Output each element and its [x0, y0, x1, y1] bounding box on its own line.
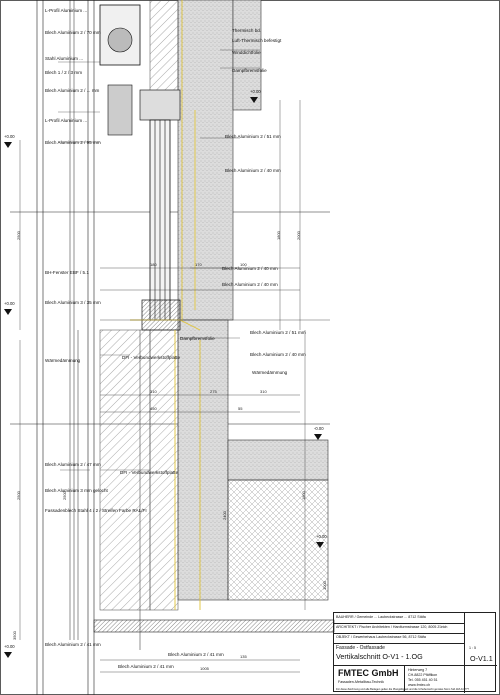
leader-lines [58, 49, 260, 471]
tb-row-1: ARCHITEKT / Fischer Architekten / Hardtu… [336, 625, 448, 629]
dim-0: 180 [150, 262, 157, 267]
label-top-left-4: Blech Aluminium 2 / ... mm [45, 88, 100, 93]
tb-company-sub: Fassaden-Metallbau-Technik [338, 680, 384, 684]
dim-v-7: 2400 [222, 511, 227, 520]
dim-v-4: 1800 [301, 491, 306, 500]
label-middle-right-0: Blech Aluminium 2 / 40 mm [222, 266, 278, 271]
level-markers [4, 97, 324, 658]
tb-addr-3: www.fmtec.ch [408, 683, 431, 687]
label-top-right-0: Thermisch bd. [232, 28, 262, 33]
level-label-3: +0.00 [250, 89, 261, 94]
dim-9: 135 [240, 654, 247, 659]
tb-footer: Für diese Zeichnung und alle Beilagen ge… [336, 688, 469, 691]
level-label-1: +0.00 [4, 301, 15, 306]
level-label-0: +0.00 [4, 134, 15, 139]
label-lower-left-3: Blech Aluminium 2 / 41 mm [45, 642, 101, 647]
dim-7: 55 [238, 406, 243, 411]
tb-addr-2: Tel. 055 451 40 51 [408, 678, 438, 682]
wall-concrete [177, 0, 329, 601]
dim-4: 275 [210, 389, 217, 394]
dimension-lines [19, 100, 330, 673]
floor-slab [93, 619, 335, 633]
shutter-box [99, 4, 141, 136]
label-top-left-5: L-Profil Aluminium ... [45, 118, 88, 123]
label-middle-right-4: Wärmedämmung [252, 370, 288, 375]
label-middle-right-2: Blech Aluminium 2 / 51 mm [250, 330, 306, 335]
level-label-4: -0.00 [314, 426, 324, 431]
dim-3: 310 [150, 389, 157, 394]
dim-8: 1005 [200, 666, 209, 671]
label-top-right-4: Blech Aluminium 2 / 51 mm [225, 134, 281, 139]
dim-v-8: 1000 [322, 581, 327, 590]
dim-v-1: 2500 [16, 491, 21, 500]
tb-scale: 1 : 5 [469, 646, 476, 650]
label-top-left-1: Blech Aluminium 2 / 70 mm [45, 30, 101, 35]
window-element [139, 89, 181, 331]
tb-row-2: OBJEKT / Gewerbehaus Laubeckstrasse 56, … [336, 635, 426, 639]
label-top-left-6: Blech Aluminium 2 / 95 mm [45, 140, 101, 145]
label-top-right-2: Winddichtfolie [232, 50, 261, 55]
tb-title: Vertikalschnitt O-V1 - 1.OG [336, 652, 423, 661]
label-top-left-0: L-Profil Aluminium ... [45, 8, 88, 13]
dim-6: 450 [150, 406, 157, 411]
label-bottom-0: Blech Aluminium 2 / 41 mm [168, 652, 224, 657]
label-top-right-1: Luft-Thermisch befestigt [232, 38, 282, 43]
label-lower-left-1: Blech Aluminium 3 mm gelocht [45, 488, 108, 493]
label-bottom-1: Blech Aluminium 2 / 41 mm [118, 664, 174, 669]
label-center-2: DFI - Verbundwerkstoffplatte [120, 470, 179, 475]
dim-v-0: 2500 [16, 231, 21, 240]
level-label-2: +0.00 [4, 644, 15, 649]
label-middle-left-2: Wärmedämmung [45, 358, 81, 363]
tb-company: FMTEC GmbH [338, 668, 399, 678]
cladding [69, 0, 141, 650]
dim-2: 100 [240, 262, 247, 267]
membrane-lines [130, 0, 201, 610]
label-center-1: DFI - Verbundwerkstoffplatte [122, 355, 181, 360]
label-top-right-3: Dampfbremsfolie [232, 68, 267, 73]
dim-5: 310 [260, 389, 267, 394]
label-middle-left-0: BH-Fenster EBF / 5.1 [45, 270, 89, 275]
tb-plan-no: O-V1.1 [470, 654, 493, 663]
dim-1: 170 [195, 262, 202, 267]
dim-v-3: 2000 [296, 231, 301, 240]
dim-v-2: 1800 [276, 231, 281, 240]
label-lower-left-0: Blech Aluminium 2 / 47 mm [45, 462, 101, 467]
label-top-right-5: Blech Aluminium 2 / 40 mm [225, 168, 281, 173]
label-middle-left-1: Blech Aluminium 3 / 35 mm [45, 300, 101, 305]
tb-row-0: BAUHERR / Gemeinde ... Laubeckstrasse ..… [336, 615, 426, 619]
tb-project: Fassade - Ostfassade [336, 645, 385, 651]
label-center-0: Dampfbremsfolie [180, 336, 215, 341]
tb-addr-0: Hinterweg 7 [408, 668, 428, 672]
label-top-left-2: Stahl Aluminium ... [45, 56, 84, 61]
title-block: BAUHERR / Gemeinde ... Laubeckstrasse ..… [333, 612, 497, 693]
level-label-5: +0.00 [316, 534, 327, 539]
tb-addr-1: CH-8822 Pfäffikon [408, 673, 438, 677]
label-top-left-3: Blech 1 / 2 / 3 mm [45, 70, 83, 75]
dim-v-6: 3500 [12, 631, 17, 640]
label-middle-right-1: Blech Aluminium 2 / 40 mm [222, 282, 278, 287]
construction-grid [10, 0, 330, 695]
dim-v-5: 2500 [62, 491, 67, 500]
label-lower-left-2: Fassadenblech Stahl 4 / 2 / Streifen Far… [45, 508, 147, 513]
label-middle-right-3: Blech Aluminium 2 / 40 mm [250, 352, 306, 357]
